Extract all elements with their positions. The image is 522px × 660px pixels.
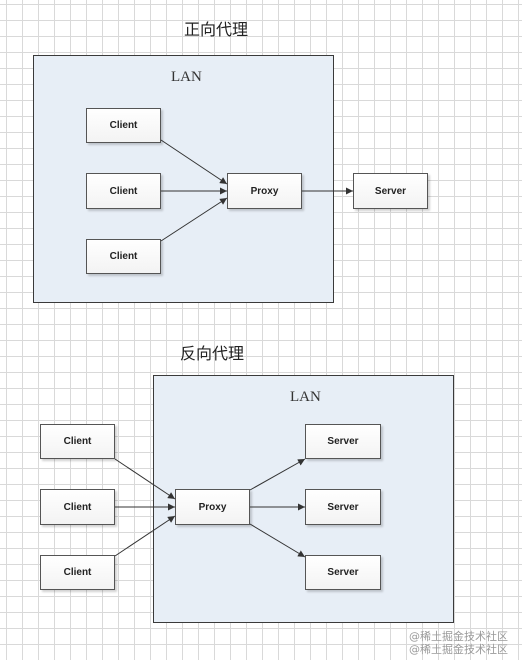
watermark-line: @稀土掘金技术社区 bbox=[409, 630, 508, 643]
reverse-lan-label: LAN bbox=[290, 389, 321, 405]
reverse-proxy-node: Proxy bbox=[175, 489, 250, 525]
forward-server-node: Server bbox=[353, 173, 428, 209]
forward-proxy-title: 正向代理 bbox=[184, 20, 249, 39]
watermark-line: @稀土掘金技术社区 bbox=[409, 643, 508, 656]
watermark: @稀土掘金技术社区 @稀土掘金技术社区 bbox=[409, 630, 508, 656]
forward-client-node: Client bbox=[86, 108, 161, 143]
forward-proxy-node: Proxy bbox=[227, 173, 302, 209]
forward-lan-label: LAN bbox=[171, 69, 202, 85]
reverse-server-node: Server bbox=[305, 555, 381, 590]
reverse-server-node: Server bbox=[305, 424, 381, 459]
forward-client-node: Client bbox=[86, 239, 161, 274]
reverse-server-node: Server bbox=[305, 489, 381, 525]
reverse-client-node: Client bbox=[40, 555, 115, 590]
reverse-proxy-title: 反向代理 bbox=[180, 344, 245, 363]
forward-client-node: Client bbox=[86, 173, 161, 209]
reverse-client-node: Client bbox=[40, 424, 115, 459]
reverse-client-node: Client bbox=[40, 489, 115, 525]
